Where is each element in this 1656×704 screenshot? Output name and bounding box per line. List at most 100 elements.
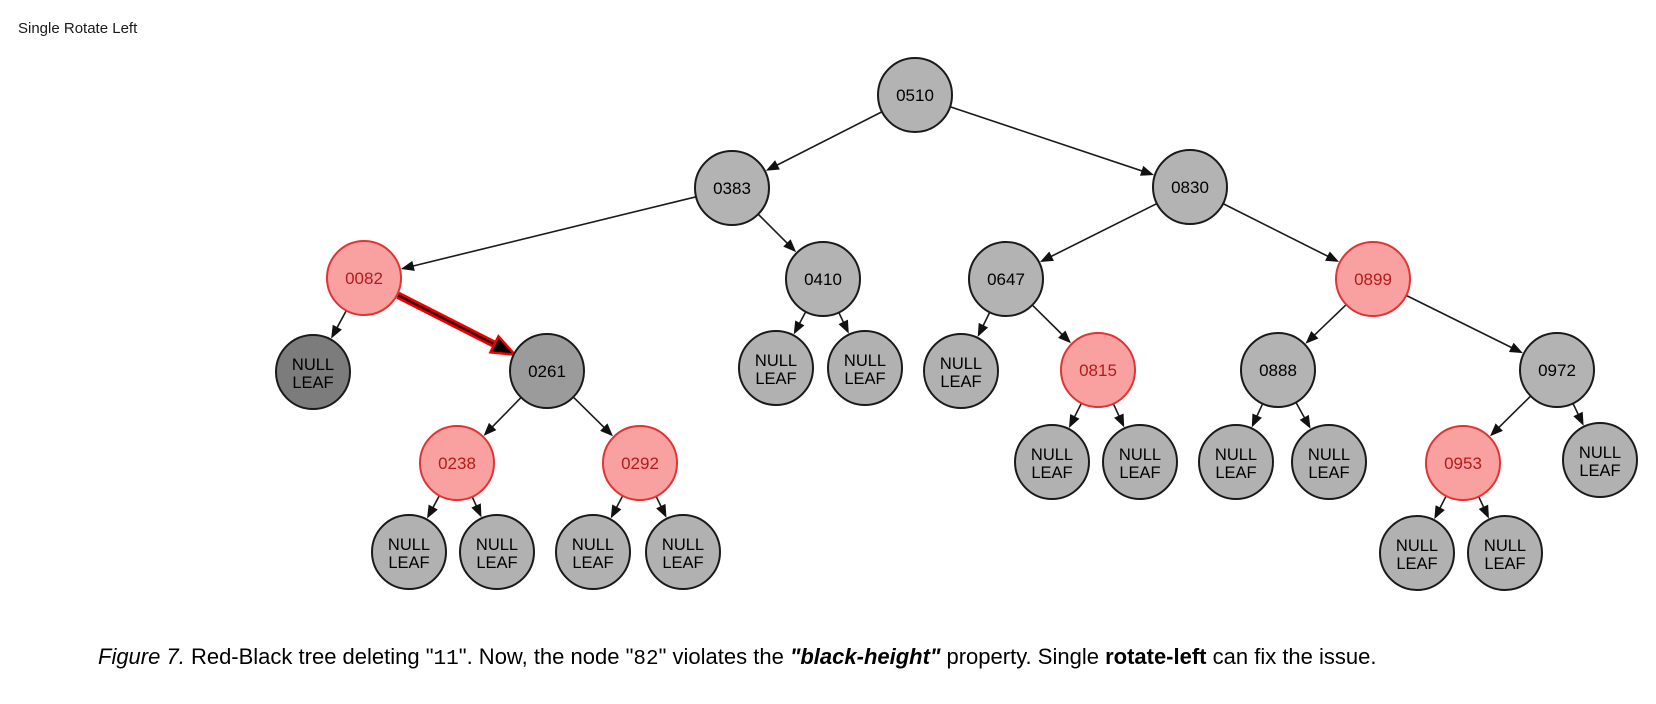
node-circle [1562,422,1638,498]
caption-segment: 82 [633,648,659,671]
node-circle [1240,332,1316,408]
edge-0082-nullA [331,310,348,339]
tree-node-0953: 0953 [1425,425,1501,501]
node-label: 0830 [1171,178,1209,197]
tree-node-0899: 0899 [1335,241,1411,317]
tree-node-0082: 0082 [326,240,402,316]
edge-0292-nullD [610,495,624,519]
node-circle [1335,241,1411,317]
tree-node-0647: 0647 [968,241,1044,317]
caption-segment: ". Now, the node " [458,644,634,669]
tree-node-0238: 0238 [419,425,495,501]
node-circle [555,514,631,590]
node-circle [1198,424,1274,500]
node-circle [602,425,678,501]
node-label: 0082 [345,269,383,288]
tree-node-0815: 0815 [1060,332,1136,408]
node-circle [1379,515,1455,591]
tree-node-0383: 0383 [694,150,770,226]
node-circle [1060,332,1136,408]
caption-segment: can fix the issue. [1206,644,1377,669]
edge-0830-0647 [1039,202,1158,263]
node-circle [968,241,1044,317]
caption-segment: 11 [433,648,459,671]
node-label: 0953 [1444,454,1482,473]
node-label: 0410 [804,270,842,289]
edge-0815-nullI [1068,402,1083,429]
edge-0899-0972 [1405,294,1523,354]
node-label: 0815 [1079,361,1117,380]
node-circle [877,57,953,133]
figure-caption: Figure 7. Red-Black tree deleting "11". … [98,643,1558,674]
edge-0899-0888 [1305,304,1347,344]
node-circle [645,514,721,590]
node-circle [419,425,495,501]
node-circle [275,334,351,410]
node-label: 0261 [528,362,566,381]
node-label: 0383 [713,179,751,198]
node-label: 0888 [1259,361,1297,380]
tree-node-0830: 0830 [1152,149,1228,225]
node-circle [1102,424,1178,500]
node-circle [738,330,814,406]
node-label: 0972 [1538,361,1576,380]
caption-segment: property. Single [940,644,1106,669]
node-circle [1519,332,1595,408]
edge-0082-0261-highlight [396,291,518,357]
edge-0410-nullF [793,311,807,335]
node-circle [785,241,861,317]
node-label: 0899 [1354,270,1392,289]
edge-0261-0238 [483,396,522,436]
caption-segment: Red-Black tree deleting " [184,644,434,669]
tree-node-0261: 0261 [509,333,585,409]
edge-0888-nullK [1251,403,1264,428]
node-circle [509,333,585,409]
edge-0888-nullL [1295,401,1311,429]
node-circle [1291,424,1367,500]
edge-0830-0899 [1222,202,1340,262]
edge-0510-0383 [765,111,883,171]
node-circle [326,240,402,316]
edge-0410-nullG [838,312,849,334]
node-label: 0510 [896,86,934,105]
edge-0953-nullN [1434,495,1447,520]
edge-0383-0082 [400,196,697,271]
node-circle [1152,149,1228,225]
edge-0238-nullB [427,495,441,519]
tree-node-0972: 0972 [1519,332,1595,408]
node-circle [694,150,770,226]
tree-node-0888: 0888 [1240,332,1316,408]
node-circle [371,514,447,590]
node-circle [1014,424,1090,500]
tree-node-0510: 0510 [877,57,953,133]
caption-segment: "black-height" [789,644,941,669]
node-label: 0647 [987,270,1025,289]
edge-0383-0410 [757,213,797,253]
caption-segment: rotate-left [1105,644,1207,669]
